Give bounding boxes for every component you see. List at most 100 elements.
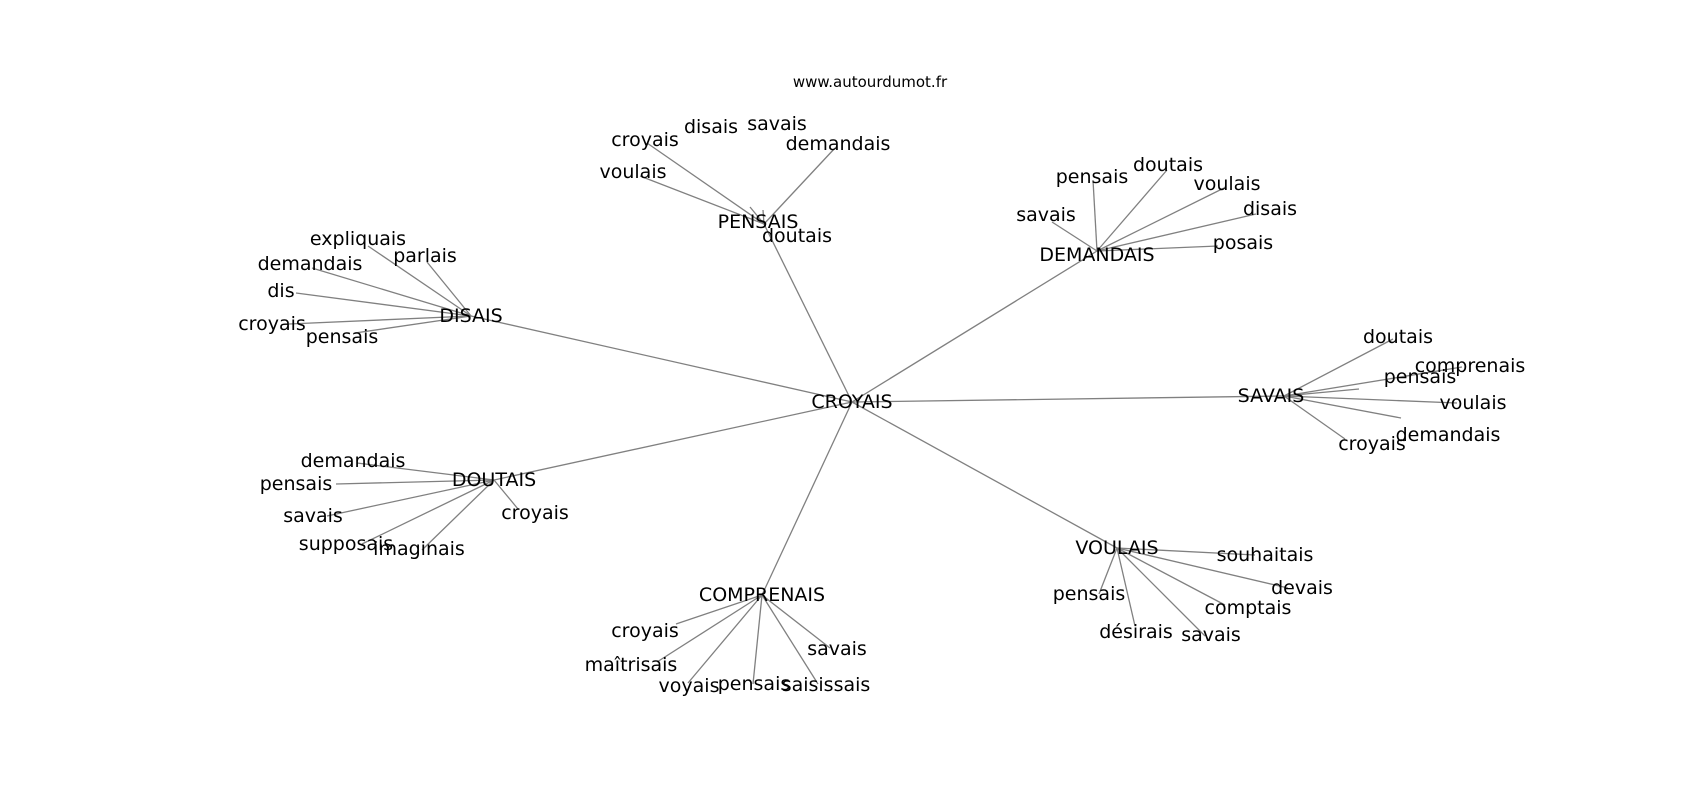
leaf-word-node[interactable]: croyais bbox=[1338, 433, 1406, 455]
leaf-word-node[interactable]: demandais bbox=[301, 450, 406, 472]
edge-savais-leaf bbox=[1283, 388, 1360, 397]
edge-voulais-leaf bbox=[1098, 547, 1118, 595]
edge-center-voulais bbox=[851, 401, 1118, 549]
edge-doutais-leaf bbox=[421, 479, 495, 551]
leaf-word-node[interactable]: croyais bbox=[238, 313, 306, 335]
edge-savais-leaf bbox=[1283, 395, 1402, 419]
leaf-word-node[interactable]: posais bbox=[1213, 232, 1273, 254]
edge-center-comprenais bbox=[761, 401, 853, 596]
leaf-word-node[interactable]: croyais bbox=[501, 502, 569, 524]
leaf-word-node[interactable]: supposais bbox=[299, 533, 393, 555]
leaf-word-node[interactable]: dis bbox=[267, 280, 294, 302]
edge-voulais-leaf bbox=[1116, 547, 1226, 606]
leaf-word-node[interactable]: pensais bbox=[1053, 583, 1126, 605]
leaf-word-node[interactable]: demandais bbox=[786, 133, 891, 155]
leaf-word-node[interactable]: imaginais bbox=[373, 538, 465, 560]
edge-doutais-leaf bbox=[335, 479, 495, 485]
edge-pensais-leaf bbox=[762, 209, 765, 225]
edge-comprenais-leaf bbox=[656, 594, 763, 663]
edge-pensais-leaf bbox=[749, 206, 765, 225]
edge-center-doutais bbox=[493, 401, 853, 481]
edge-comprenais-leaf bbox=[752, 594, 763, 685]
leaf-word-node[interactable]: doutais bbox=[1363, 326, 1433, 348]
leaf-word-node[interactable]: savais bbox=[1016, 204, 1076, 226]
leaf-word-node[interactable]: voyais bbox=[659, 675, 720, 697]
edge-doutais-leaf bbox=[326, 479, 495, 517]
edge-demandais-leaf bbox=[1092, 179, 1098, 252]
edge-pensais-leaf bbox=[763, 147, 836, 225]
edge-demandais-leaf bbox=[1096, 213, 1257, 252]
edge-voulais-leaf bbox=[1116, 547, 1206, 637]
hub-word-node[interactable]: PENSAIS bbox=[718, 211, 799, 233]
leaf-word-node[interactable]: expliquais bbox=[310, 228, 406, 250]
edge-voulais-leaf bbox=[1116, 547, 1256, 556]
edge-doutais-leaf bbox=[493, 479, 519, 510]
hub-word-node[interactable]: DOUTAIS bbox=[452, 469, 536, 491]
center-word-node[interactable]: CROYAIS bbox=[811, 391, 892, 413]
edge-savais-leaf bbox=[1283, 395, 1346, 440]
edge-pensais-leaf bbox=[639, 175, 765, 225]
edge-doutais-leaf bbox=[356, 462, 495, 481]
leaf-word-node[interactable]: savais bbox=[747, 113, 807, 135]
leaf-word-node[interactable]: pensais bbox=[260, 473, 333, 495]
hub-word-node[interactable]: DEMANDAIS bbox=[1039, 244, 1154, 266]
edge-doutais-leaf bbox=[361, 479, 495, 545]
edge-disais-leaf bbox=[426, 261, 472, 317]
hub-word-node[interactable]: SAVAIS bbox=[1238, 385, 1305, 407]
leaf-word-node[interactable]: savais bbox=[283, 505, 343, 527]
source-url: www.autourdumot.fr bbox=[793, 73, 948, 91]
leaf-word-node[interactable]: doutais bbox=[1133, 154, 1203, 176]
leaf-word-node[interactable]: pensais bbox=[306, 326, 379, 348]
leaf-word-node[interactable]: parlais bbox=[393, 245, 457, 267]
hub-word-node[interactable]: VOULAIS bbox=[1075, 537, 1158, 559]
edge-demandais-leaf bbox=[1096, 187, 1225, 252]
leaf-word-node[interactable]: pensais bbox=[1384, 366, 1457, 388]
leaf-word-node[interactable]: devais bbox=[1271, 577, 1333, 599]
edge-demandais-leaf bbox=[1096, 245, 1219, 252]
leaf-word-node[interactable]: maîtrisais bbox=[585, 654, 678, 676]
leaf-word-node[interactable]: demandais bbox=[258, 253, 363, 275]
hub-word-node[interactable]: DISAIS bbox=[439, 305, 502, 327]
edge-comprenais-leaf bbox=[761, 594, 819, 685]
leaf-word-node[interactable]: comprenais bbox=[1415, 355, 1526, 377]
leaf-word-node[interactable]: pensais bbox=[718, 673, 791, 695]
leaf-word-node[interactable]: pensais bbox=[1056, 166, 1129, 188]
edge-demandais-leaf bbox=[1051, 221, 1098, 252]
edge-comprenais-leaf bbox=[761, 594, 831, 649]
edge-demandais-leaf bbox=[1096, 169, 1168, 252]
edge-savais-leaf bbox=[1283, 366, 1463, 397]
edge-disais-leaf bbox=[354, 315, 472, 334]
edge-savais-leaf bbox=[1283, 395, 1458, 404]
edge-disais-leaf bbox=[295, 292, 472, 317]
edge-center-demandais bbox=[851, 250, 1098, 403]
edge-disais-leaf bbox=[288, 315, 472, 325]
leaf-word-node[interactable]: comptais bbox=[1205, 597, 1292, 619]
leaf-word-node[interactable]: croyais bbox=[611, 129, 679, 151]
leaf-word-node[interactable]: désirais bbox=[1099, 621, 1173, 643]
leaf-word-node[interactable]: savais bbox=[807, 638, 867, 660]
edge-comprenais-leaf bbox=[687, 594, 763, 684]
edge-center-savais bbox=[851, 395, 1285, 403]
leaf-word-node[interactable]: disais bbox=[684, 116, 738, 138]
leaf-word-node[interactable]: demandais bbox=[1396, 424, 1501, 446]
edge-disais-leaf bbox=[367, 245, 472, 317]
leaf-word-node[interactable]: voulais bbox=[599, 161, 666, 183]
leaf-word-node[interactable]: savais bbox=[1181, 624, 1241, 646]
edge-pensais-leaf bbox=[646, 142, 765, 225]
leaf-word-node[interactable]: voulais bbox=[1439, 392, 1506, 414]
edge-center-disais bbox=[470, 315, 853, 403]
leaf-word-node[interactable]: doutais bbox=[762, 225, 832, 247]
leaf-word-node[interactable]: souhaitais bbox=[1217, 544, 1314, 566]
edge-voulais-leaf bbox=[1116, 547, 1136, 627]
edge-center-pensais bbox=[763, 223, 853, 403]
leaf-word-node[interactable]: croyais bbox=[611, 620, 679, 642]
edge-disais-leaf bbox=[311, 267, 472, 317]
leaf-word-node[interactable]: saisissais bbox=[782, 674, 871, 696]
edge-savais-leaf bbox=[1283, 338, 1394, 397]
edge-comprenais-leaf bbox=[675, 594, 763, 625]
leaf-word-node[interactable]: disais bbox=[1243, 198, 1297, 220]
leaf-word-node[interactable]: voulais bbox=[1193, 173, 1260, 195]
hub-word-node[interactable]: COMPRENAIS bbox=[699, 584, 825, 606]
